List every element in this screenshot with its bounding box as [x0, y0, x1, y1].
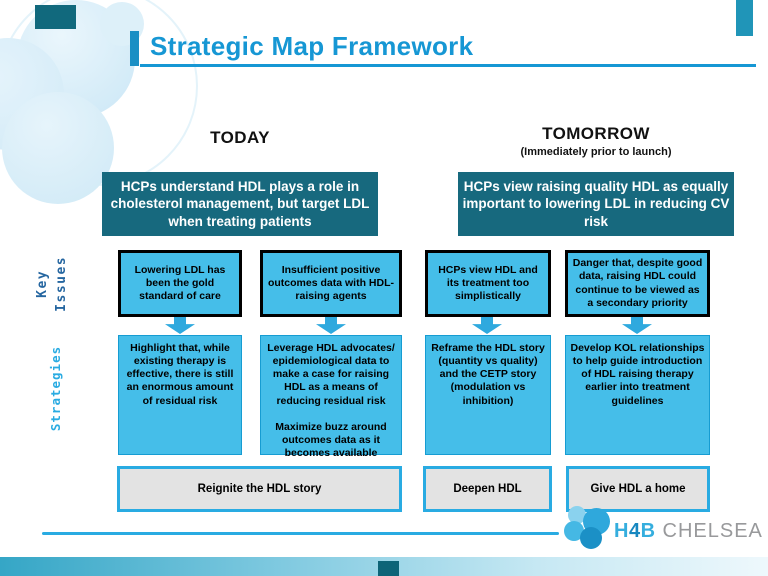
strategy-box: Leverage HDL advocates/ epidemiological … — [260, 335, 402, 459]
page-sliver-top-right — [736, 0, 753, 36]
column-header-today: TODAY — [210, 128, 270, 147]
page-band-square — [378, 561, 399, 576]
down-arrow-icon — [622, 317, 652, 334]
down-arrow-icon — [165, 317, 195, 334]
key-issues-label-line1: Key — [35, 270, 51, 298]
column-subtitle-tomorrow: (Immediately prior to launch) — [520, 146, 672, 158]
page-sliver-top-left — [35, 5, 76, 29]
outcome-box: Deepen HDL — [423, 466, 552, 512]
outcome-box: Reignite the HDL story — [117, 466, 402, 512]
belief-box-tomorrow: HCPs view raising quality HDL as equally… — [458, 172, 734, 236]
down-arrow-icon — [472, 317, 502, 334]
footer-rule — [42, 532, 559, 535]
key-issue-box: HCPs view HDL and its treatment too simp… — [425, 250, 551, 317]
strategy-box: Highlight that, while existing therapy i… — [118, 335, 242, 455]
down-arrow-icon — [316, 317, 346, 334]
strategy-box: Reframe the HDL story (quantity vs quali… — [425, 335, 551, 455]
strategies-label: Strategies — [48, 345, 64, 431]
bubble — [2, 92, 114, 204]
key-issues-label-line2: Issues — [54, 256, 69, 312]
strategy-box: Develop KOL relationships to help guide … — [565, 335, 710, 455]
page-title: Strategic Map Framework — [150, 31, 474, 61]
key-issue-box: Lowering LDL has been the gold standard … — [118, 250, 242, 317]
logo-text-h4b: H4B — [614, 520, 656, 542]
column-header-tomorrow: TOMORROW — [542, 124, 650, 143]
outcome-box: Give HDL a home — [566, 466, 710, 512]
title-accent-bar — [130, 31, 139, 66]
logo-text-chelsea: CHELSEA — [662, 520, 763, 542]
row-label-key-issues: Key Issues — [25, 242, 81, 326]
key-issue-box: Danger that, despite good data, raising … — [565, 250, 710, 317]
title-underline — [140, 64, 756, 67]
belief-box-today: HCPs understand HDL plays a role in chol… — [102, 172, 378, 236]
logo-text: H4B CHELSEA — [614, 520, 763, 543]
key-issue-box: Insufficient positive outcomes data with… — [260, 250, 402, 317]
row-label-strategies: Strategies — [34, 330, 78, 446]
